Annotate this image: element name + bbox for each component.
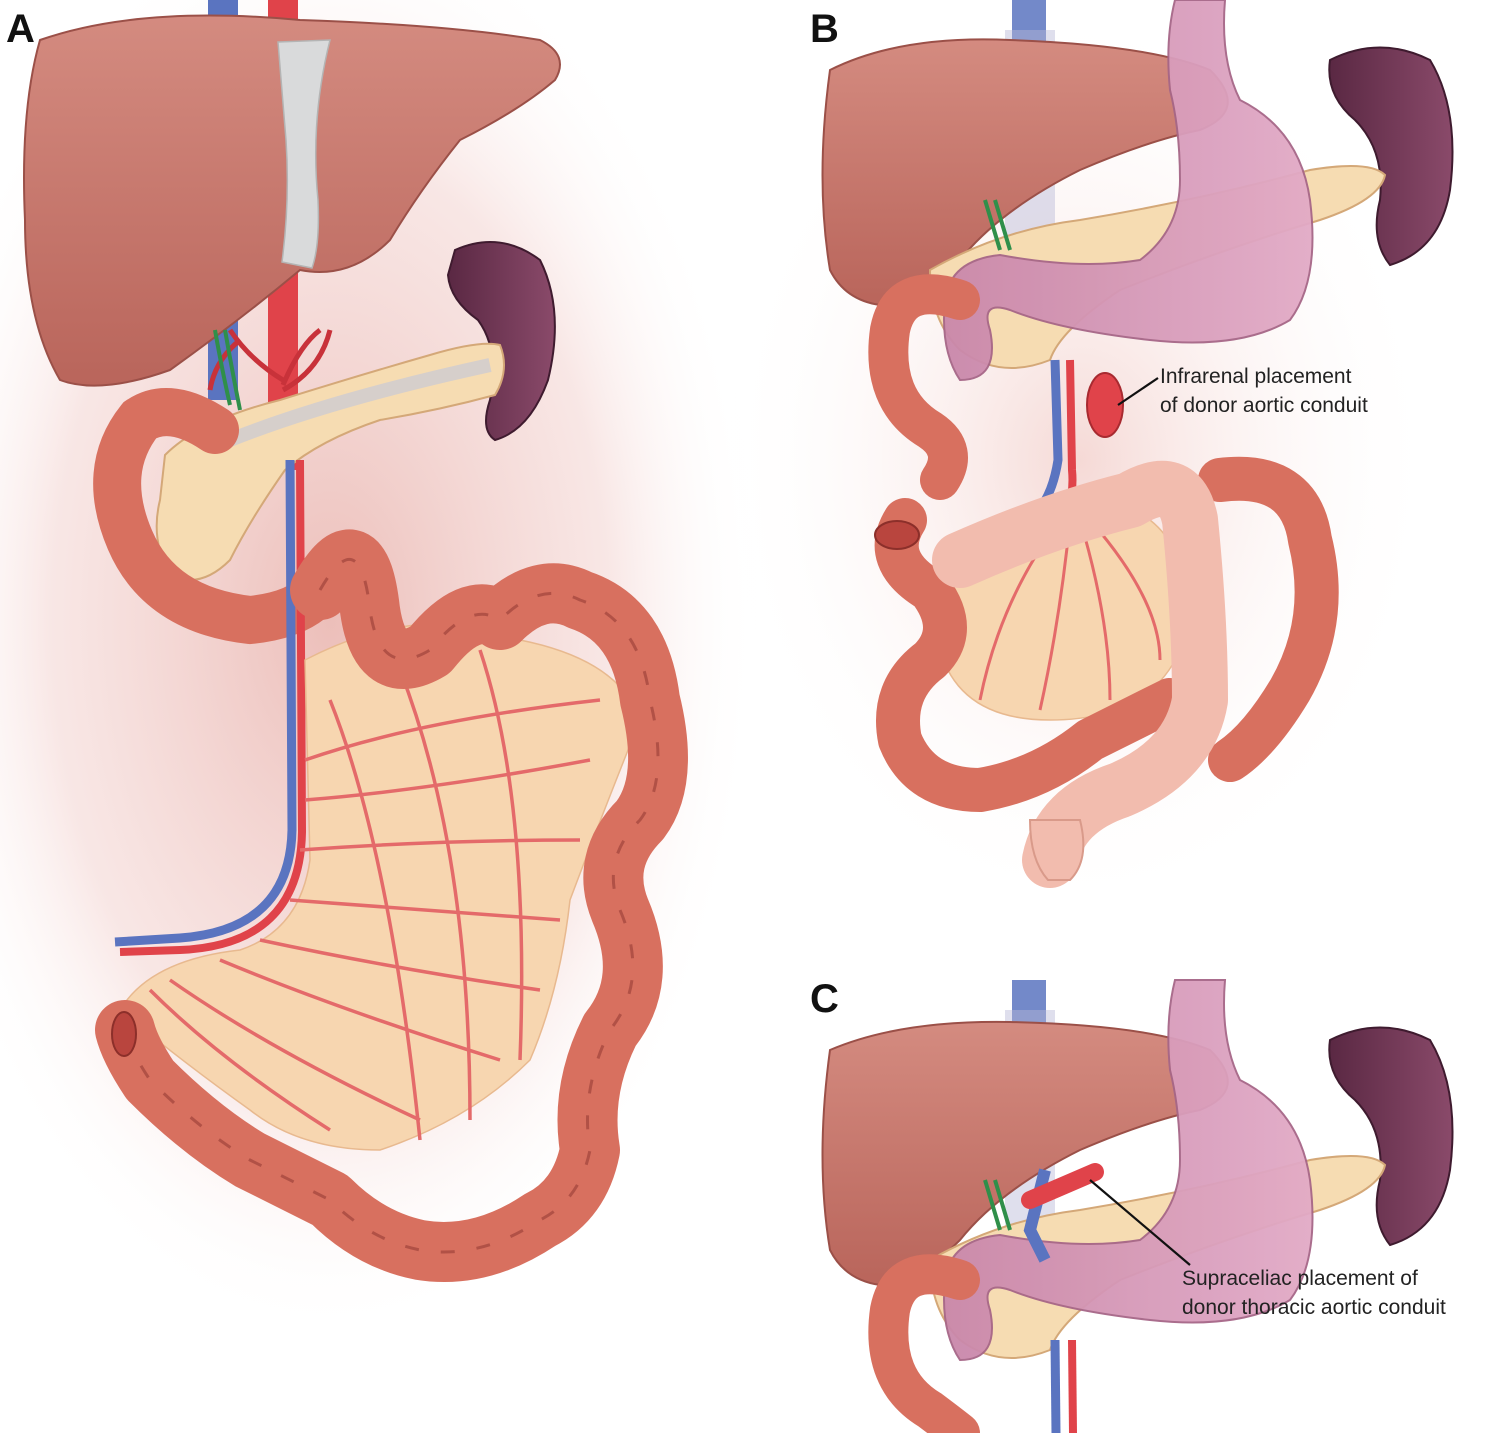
panel-b-stomach	[943, 0, 1314, 382]
panel-c-spleen	[1328, 1026, 1454, 1247]
panel-b-callout-line-1: Infrarenal placement	[1160, 365, 1352, 388]
panel-b-liver	[821, 38, 1229, 307]
panel-b-callout-line-2: of donor aortic conduit	[1160, 394, 1368, 417]
panel-b-letter: B	[810, 7, 839, 51]
panel-a-jejunum	[95, 529, 688, 1282]
panel-c-callout-leader	[1089, 1179, 1191, 1266]
panel-c-duodenum	[868, 1254, 980, 1433]
panel-a: A	[0, 0, 760, 1340]
panel-b-spleen	[1328, 46, 1454, 267]
panel-c-callout-line-2: donor thoracic aortic conduit	[1182, 1296, 1446, 1319]
panel-b-portal-vessels	[983, 199, 1012, 251]
panel-a-mesentery	[119, 623, 641, 1151]
panel-c-mesenteric-artery	[1068, 1339, 1077, 1433]
panel-c-liver	[821, 1020, 1229, 1287]
panel-a-pancreas	[155, 342, 505, 581]
panel-b-duodenum	[868, 274, 980, 500]
panel-c-callout-line-1: Supraceliac placement of	[1182, 1267, 1418, 1290]
panel-b-rectum	[1028, 819, 1085, 881]
panel-b-bowel-lumen	[874, 520, 920, 550]
panel-b: Infrarenal placement of donor aortic con…	[720, 0, 1454, 920]
panel-a-duodenum	[93, 388, 344, 645]
panel-c-stomach	[943, 979, 1314, 1362]
panel-a-superior-mesenteric-vein	[114, 459, 297, 947]
panel-a-celiac-branches	[207, 328, 333, 393]
panel-c-letter: C	[810, 977, 839, 1021]
panel-a-bowel-lumen	[111, 1011, 137, 1057]
panel-a-portal-vessels	[213, 329, 242, 411]
panel-b-small-bowel	[874, 456, 1339, 812]
panel-a-pancreas-duct	[227, 358, 492, 447]
panel-b-aortic-conduit	[1086, 372, 1124, 438]
panel-a-letter: A	[6, 7, 35, 51]
panel-a-ligament-band	[277, 39, 331, 269]
panel-c-mesenteric-vein	[1050, 1339, 1061, 1433]
panel-c-portal-vessels	[983, 1179, 1012, 1231]
panel-c: Supraceliac placement of donor thoracic …	[810, 977, 1454, 1433]
panel-a-mesenteric-arcades	[148, 649, 601, 1141]
panel-a-spleen	[446, 241, 556, 442]
panel-b-colon	[932, 460, 1228, 888]
panel-c-aortic-conduit	[1021, 1163, 1104, 1209]
panel-b-callout-leader	[1117, 377, 1159, 406]
